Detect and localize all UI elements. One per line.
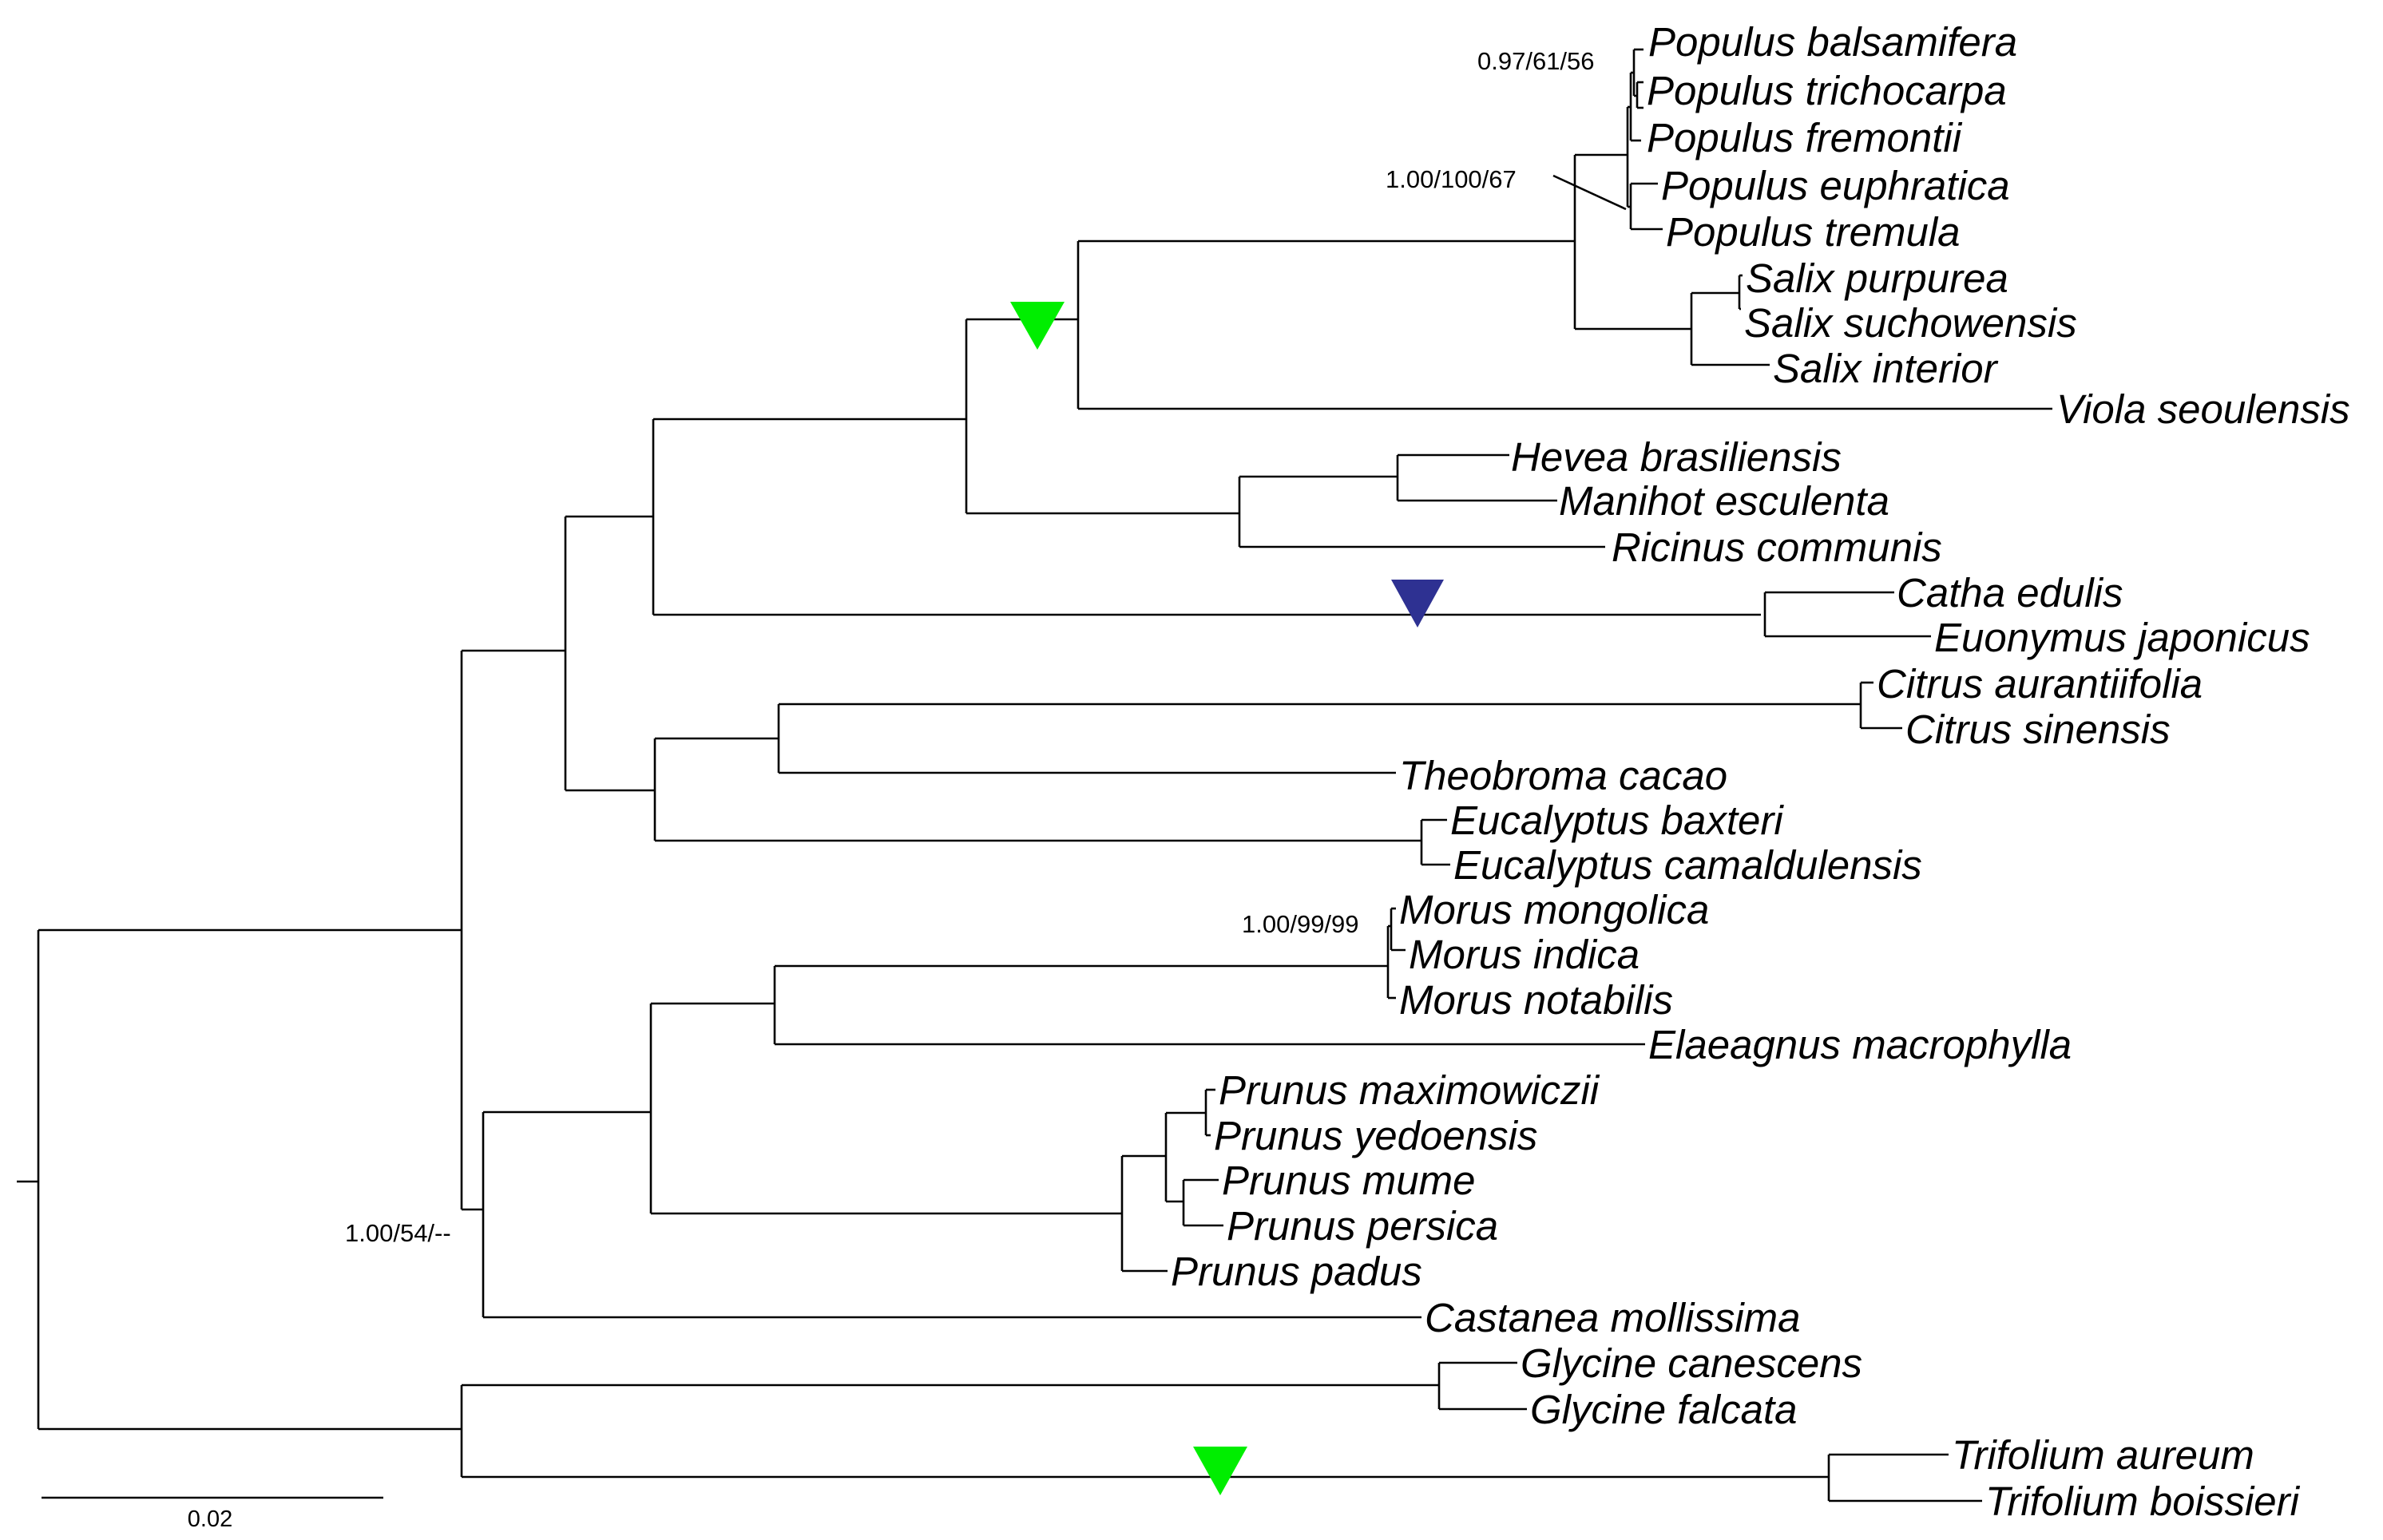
support-values: 0.97/61/56 1.00/100/67 1.00/99/99 1.00/5…	[345, 47, 1595, 1247]
taxon-label: Salix interior	[1773, 346, 1999, 391]
tree-branches	[17, 48, 2052, 1502]
event-markers	[1010, 302, 1444, 1495]
taxon-label: Prunus mume	[1222, 1158, 1475, 1203]
taxon-label: Elaeagnus macrophylla	[1648, 1022, 2072, 1067]
taxon-label: Glycine falcata	[1530, 1387, 1798, 1432]
taxon-label: Citrus sinensis	[1905, 707, 2171, 752]
support-value: 1.00/54/--	[345, 1219, 451, 1247]
support-value: 0.97/61/56	[1477, 47, 1595, 75]
taxon-labels: Populus balsamifera Populus trichocarpa …	[1171, 19, 2350, 1524]
taxon-label: Salix purpurea	[1746, 255, 2008, 301]
taxon-label: Populus euphratica	[1661, 163, 2010, 208]
taxon-label: Morus indica	[1409, 932, 1640, 977]
taxon-label: Theobroma cacao	[1399, 753, 1727, 798]
taxon-label: Eucalyptus camaldulensis	[1453, 842, 1922, 888]
taxon-label: Citrus aurantiifolia	[1877, 661, 2203, 707]
taxon-label: Prunus padus	[1171, 1249, 1422, 1294]
taxon-label: Hevea brasiliensis	[1511, 434, 1842, 480]
taxon-label: Manihot esculenta	[1559, 478, 1889, 524]
taxon-label: Viola seoulensis	[2056, 386, 2350, 432]
taxon-label: Populus balsamifera	[1648, 19, 2017, 65]
taxon-label: Catha edulis	[1897, 570, 2123, 616]
taxon-label: Prunus maximowiczii	[1219, 1067, 1600, 1113]
taxon-label: Prunus persica	[1227, 1203, 1498, 1249]
taxon-label: Prunus yedoensis	[1214, 1113, 1537, 1158]
taxon-label: Populus trichocarpa	[1647, 68, 2007, 113]
green-triangle-marker	[1010, 302, 1065, 350]
taxon-label: Trifolium boissieri	[1985, 1479, 2301, 1524]
support-value: 1.00/100/67	[1386, 165, 1517, 193]
taxon-label: Morus notabilis	[1399, 977, 1673, 1023]
scale-bar: 0.02	[42, 1496, 383, 1532]
taxon-label: Ricinus communis	[1612, 525, 1942, 570]
taxon-label: Trifolium aureum	[1952, 1432, 2254, 1478]
taxon-label: Populus fremontii	[1647, 115, 1963, 160]
support-value: 1.00/99/99	[1242, 910, 1359, 938]
taxon-label: Glycine canescens	[1521, 1340, 1862, 1386]
taxon-label: Castanea mollissima	[1425, 1295, 1801, 1340]
blue-triangle-marker	[1391, 580, 1444, 627]
taxon-label: Morus mongolica	[1399, 887, 1709, 932]
green-triangle-marker-trifolium	[1193, 1447, 1247, 1495]
taxon-label: Salix suchowensis	[1744, 300, 2077, 346]
taxon-label: Populus tremula	[1666, 209, 1961, 255]
taxon-label: Euonymus japonicus	[1934, 615, 2310, 660]
scale-bar-label: 0.02	[188, 1506, 232, 1532]
taxon-label: Eucalyptus baxteri	[1450, 798, 1784, 843]
